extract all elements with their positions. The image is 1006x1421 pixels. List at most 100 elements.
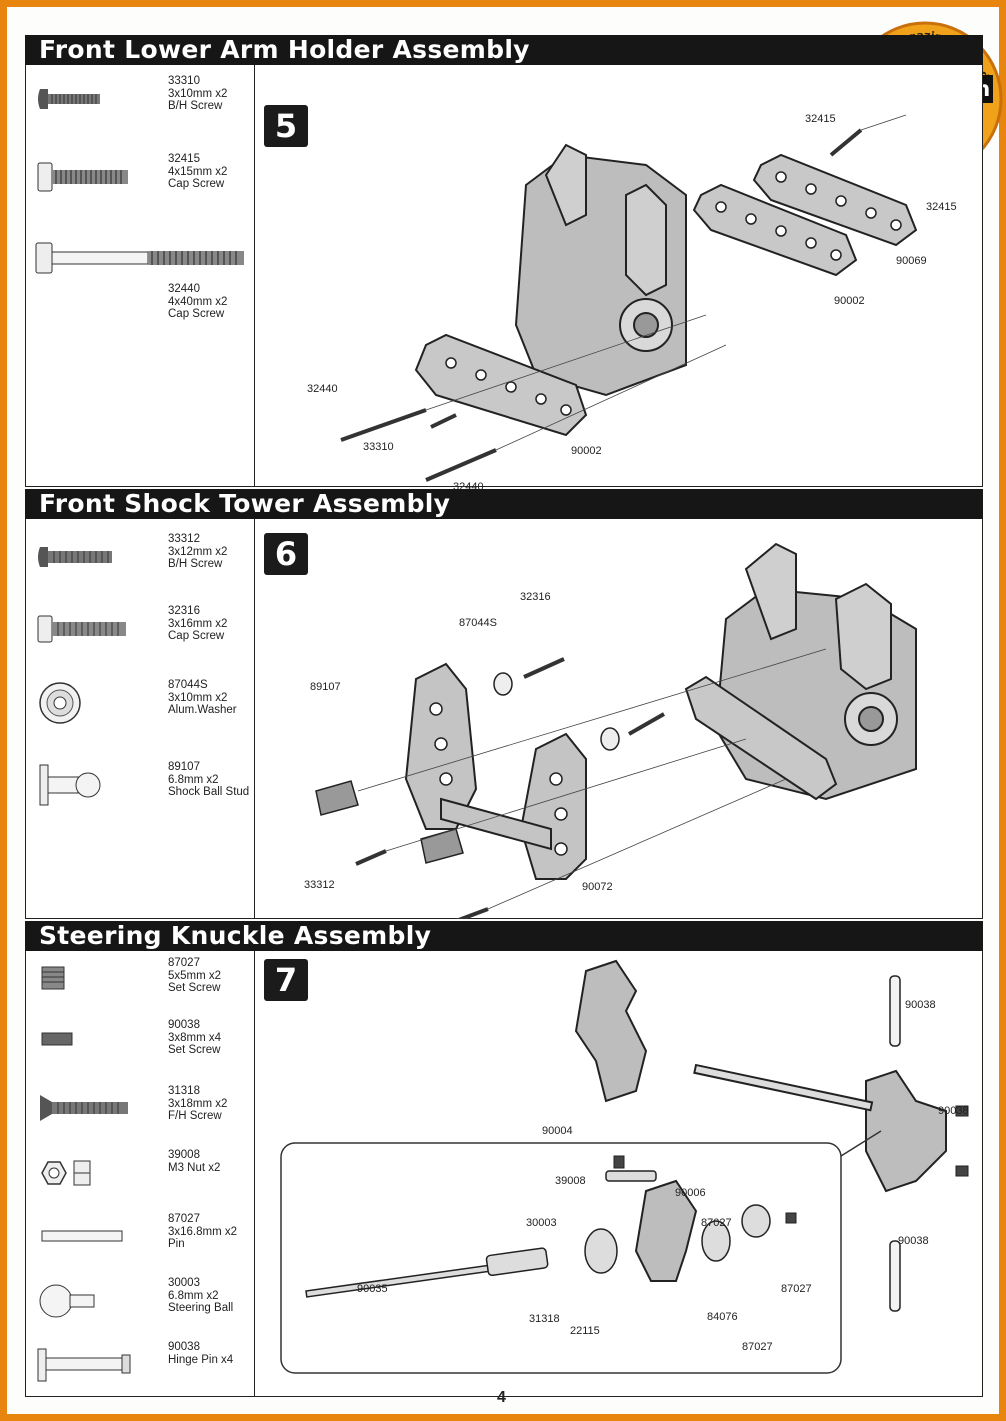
hinge-pin-icon (37, 1348, 131, 1382)
section-title-front-shock-tower: Front Shock Tower Assembly (25, 489, 983, 519)
part-name: Cap Screw (168, 178, 225, 190)
callout-label: 90038 (938, 1105, 969, 1117)
callout-label: 90038 (905, 999, 936, 1011)
part-name: Pin (168, 1238, 185, 1250)
callout-label: 39008 (555, 1175, 586, 1187)
callout-label: 89107 (310, 681, 341, 693)
callout-label: 22115 (570, 1325, 600, 1337)
callout-label: 32415 (926, 201, 957, 213)
callout-label: 90069 (896, 255, 927, 267)
part-size: 5x5mm x2 (168, 969, 222, 982)
part-number: 33312 (168, 533, 200, 545)
callout-label: 84076 (707, 1311, 738, 1323)
part-number: 31318 (168, 1085, 200, 1097)
part-name: Steering Ball (168, 1302, 234, 1314)
callout-label: 90006 (675, 1187, 706, 1199)
callout-label: 33310 (363, 441, 394, 453)
part-size: M3 Nut x2 (168, 1161, 221, 1174)
callout-label: 90004 (542, 1125, 573, 1137)
exploded-diagram-step-6 (315, 542, 917, 919)
callout-label: 32440 (307, 383, 338, 395)
steering-ball-icon (39, 1284, 95, 1318)
callout-label: 31318 (529, 1313, 560, 1325)
callout-label: 90038 (898, 1235, 929, 1247)
part-number: 32415 (168, 153, 200, 165)
long-cap-screw-icon (35, 242, 244, 274)
callout-label: 33312 (304, 879, 335, 891)
washer-icon (39, 682, 81, 724)
button-head-screw-icon (38, 547, 112, 567)
step-number: 6 (264, 533, 308, 575)
part-number: 90038 (168, 1341, 200, 1353)
part-name: F/H Screw (168, 1110, 222, 1122)
part-number: 30003 (168, 1277, 200, 1289)
part-size: 6.8mm x2 (168, 773, 219, 786)
part-number: 32316 (168, 605, 200, 617)
part-name: Cap Screw (168, 630, 225, 642)
part-number: 33310 (168, 75, 200, 87)
part-name: Alum.Washer (168, 704, 237, 716)
set-screw-icon (41, 966, 65, 990)
part-number: 32440 (168, 283, 200, 295)
part-number: 87027 (168, 1213, 200, 1225)
part-number: 90038 (168, 1019, 200, 1031)
flat-head-screw-icon (40, 1095, 128, 1121)
exploded-diagram-step-7 (280, 959, 969, 1374)
part-size: 6.8mm x2 (168, 1289, 219, 1302)
part-number: 87044S (168, 679, 208, 691)
part-size: 4x40mm x2 (168, 295, 228, 308)
part-size: 4x15mm x2 (168, 165, 228, 178)
callout-label: 87027 (781, 1283, 812, 1295)
part-size: 3x10mm x2 (168, 87, 228, 100)
part-size: 3x18mm x2 (168, 1097, 228, 1110)
callout-label: 87027 (742, 1341, 773, 1353)
part-size: 3x8mm x4 (168, 1031, 222, 1044)
part-name: Set Screw (168, 1044, 221, 1056)
callout-label: 87044S (459, 617, 497, 629)
callout-label: 87027 (701, 1217, 732, 1229)
part-name: Shock Ball Stud (168, 786, 250, 798)
section-title-steering-knuckle: Steering Knuckle Assembly (25, 921, 983, 951)
step-number: 7 (264, 959, 308, 1001)
part-number: 39008 (168, 1149, 200, 1161)
button-head-screw-icon (38, 89, 100, 109)
ball-stud-icon (39, 764, 101, 806)
exploded-diagram-step-5 (340, 114, 918, 482)
part-name: B/H Screw (168, 100, 223, 112)
callout-label: 90072 (582, 881, 613, 893)
part-size: 3x12mm x2 (168, 545, 228, 558)
callout-label: 90035 (357, 1283, 388, 1295)
cap-screw-icon (37, 615, 126, 643)
page-number: 4 (497, 1389, 506, 1406)
callout-label: 30003 (526, 1217, 557, 1229)
part-name: Set Screw (168, 982, 221, 994)
cap-screw-icon (37, 162, 128, 192)
part-size: 3x16mm x2 (168, 617, 228, 630)
part-number: 87027 (168, 957, 200, 969)
callout-label: 32316 (520, 591, 551, 603)
hex-nut-icon (41, 1160, 91, 1186)
callout-label: 90002 (571, 445, 602, 457)
part-size: 3x16.8mm x2 (168, 1225, 238, 1238)
set-screw-long-icon (41, 1032, 73, 1046)
